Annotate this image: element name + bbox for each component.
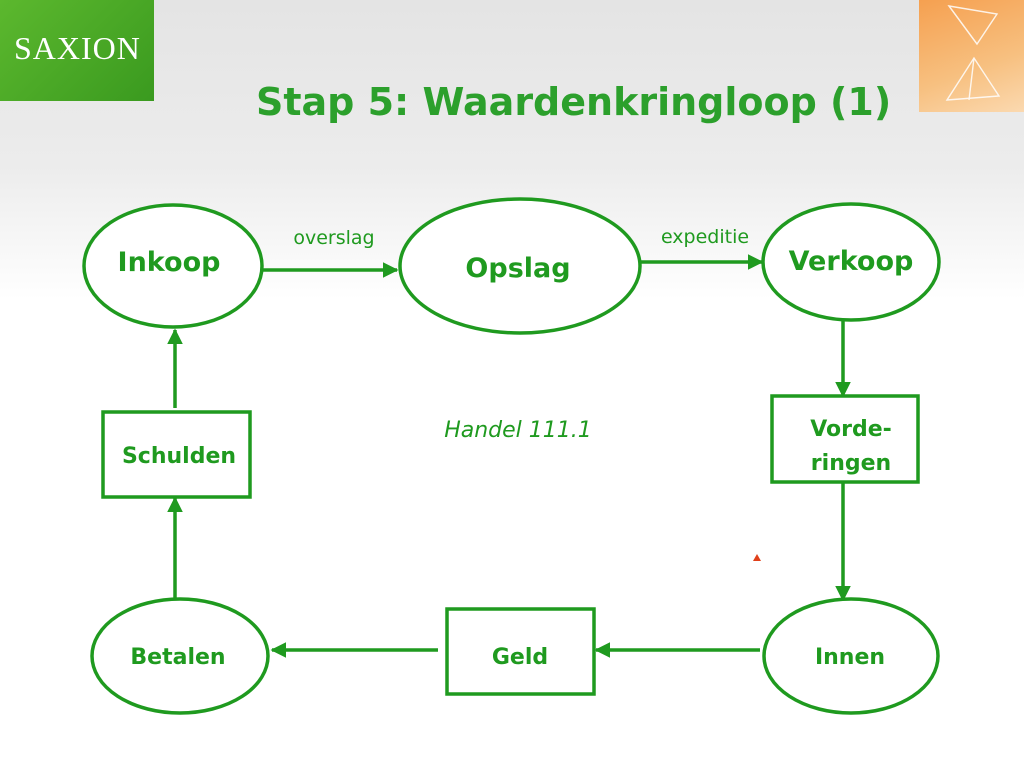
node-schulden: [101, 410, 252, 499]
label-verkoop: Verkoop: [789, 246, 914, 277]
label-vorderingen-line2: ringen: [811, 451, 891, 476]
node-inkoop: [82, 203, 264, 329]
saxion-logo: SAXION: [0, 0, 154, 101]
node-geld: [445, 607, 596, 696]
label-schulden: Schulden: [122, 444, 236, 469]
node-betalen: [90, 597, 270, 715]
node-vorderingen: [770, 394, 920, 484]
edge-label-overslag: overslag: [293, 227, 374, 249]
label-betalen: Betalen: [130, 645, 225, 670]
label-geld: Geld: [492, 645, 548, 670]
corner-decoration: [919, 0, 1024, 112]
label-inkoop: Inkoop: [118, 247, 221, 278]
logo-text: SAXION: [14, 30, 141, 66]
label-opslag: Opslag: [465, 253, 570, 284]
label-vorderingen-line1: Vorde-: [810, 417, 892, 442]
node-opslag: [398, 197, 642, 335]
page-title: Stap 5: Waardenkringloop (1): [256, 80, 892, 124]
edge-label-expeditie: expeditie: [661, 226, 749, 248]
pyramid-icon: [945, 5, 1001, 101]
node-verkoop: [761, 202, 941, 322]
label-innen: Innen: [815, 645, 885, 670]
node-innen: [762, 597, 940, 715]
red-triangle-marker: [753, 554, 761, 561]
subtitle: Handel 111.1: [444, 418, 592, 443]
